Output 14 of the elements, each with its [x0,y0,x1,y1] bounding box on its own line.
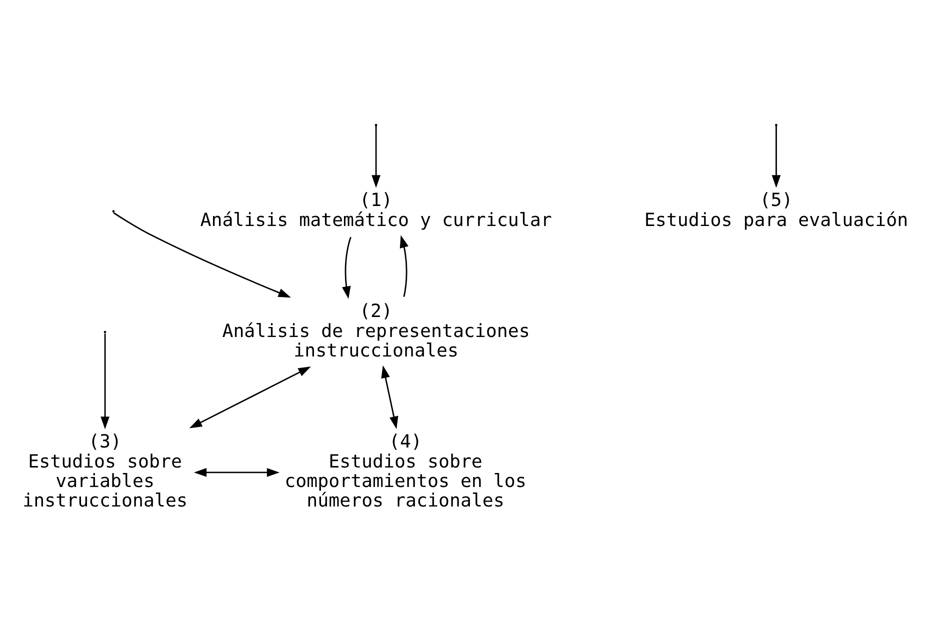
arrow [113,212,291,298]
node-text: (3) Estudios sobre variables instruccionales [22,431,188,512]
arrow [400,234,408,296]
arrow [100,333,110,429]
arrow [194,468,280,476]
node-text: (2) Análisis de representaciones instruccionales [222,300,530,361]
node-text: (5) Estudios para evaluación [644,190,908,230]
arrow [381,364,398,429]
node-text: (1) Análisis matemático y curricular [200,190,552,230]
arrow [189,366,311,428]
arrow [372,125,380,188]
arrow [342,236,352,298]
node-text: (4) Estudios sobre comportamientos en los números racionales [284,431,526,512]
arrow [772,125,781,188]
